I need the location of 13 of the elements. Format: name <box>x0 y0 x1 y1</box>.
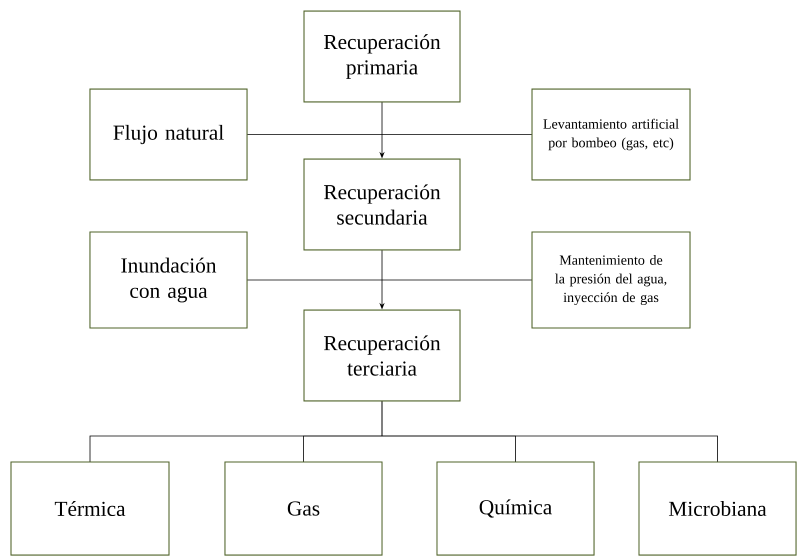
process-box: Gas <box>224 461 383 556</box>
process-box: Recuperación terciaria <box>303 310 461 402</box>
process-box: Térmica <box>10 461 170 556</box>
process-box: Mantenimiento de la presión del agua, inyección de gas <box>531 231 691 329</box>
process-box: Química <box>436 461 595 556</box>
process-box: Levantamiento artificial por bombeo (gas, etc) <box>531 88 691 180</box>
process-box: Flujo natural <box>89 88 248 180</box>
process-box: Inundación con agua <box>89 231 248 329</box>
tree-connector <box>382 401 718 462</box>
process-box: Recuperación secundaria <box>303 158 461 250</box>
connector-line <box>247 134 532 135</box>
process-box: Recuperación primaria <box>303 10 461 102</box>
process-box: Microbiana <box>638 461 797 556</box>
